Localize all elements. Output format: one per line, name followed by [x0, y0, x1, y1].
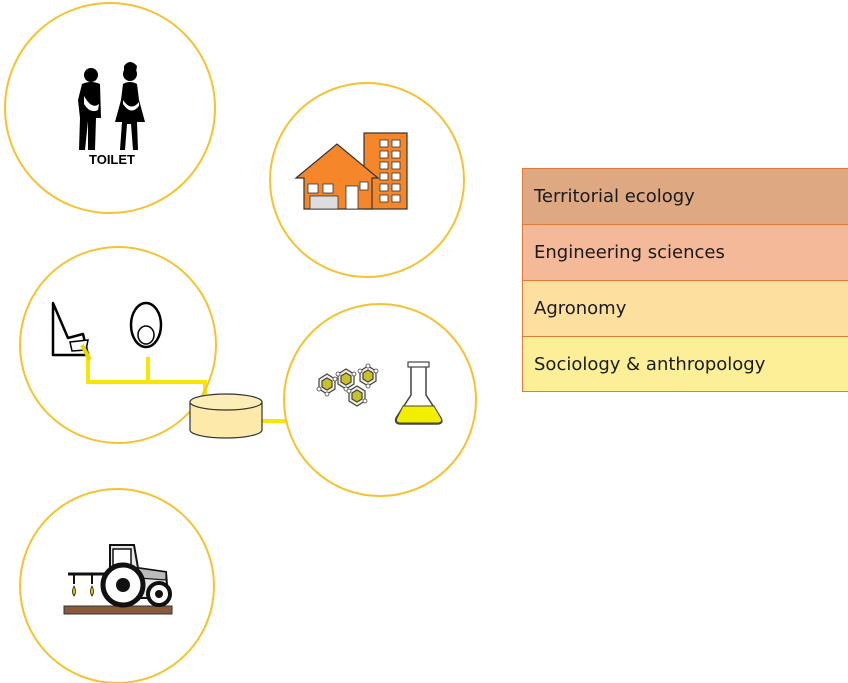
house-and-building-icon: [294, 132, 408, 210]
toilet-people-icon: [78, 62, 145, 150]
tractor-fertilizing-icon: [63, 544, 173, 615]
buildings-circle: [269, 82, 465, 278]
legend-item-territorial-ecology: Territorial ecology: [523, 168, 848, 224]
agriculture-circle: [19, 488, 215, 683]
legend-item-agronomy: Agronomy: [523, 280, 848, 336]
toilet-label: TOILET: [89, 152, 135, 167]
legend-item-label: Sociology & anthropology: [534, 353, 766, 375]
legend-item-label: Engineering sciences: [534, 242, 725, 263]
chemistry-circle: [283, 303, 477, 497]
toilet-circle: TOILET: [4, 2, 216, 214]
separation-circle: [19, 246, 217, 444]
legend-item-label: Agronomy: [534, 298, 627, 319]
discipline-legend: Territorial ecology Engineering sciences…: [522, 168, 848, 392]
legend-item-label: Territorial ecology: [534, 186, 695, 207]
molecules-and-flask-icon: [316, 361, 443, 425]
storage-tank-icon: [189, 393, 263, 439]
legend-item-engineering-sciences: Engineering sciences: [523, 224, 848, 280]
legend-item-sociology-anthropology: Sociology & anthropology: [523, 336, 848, 392]
urine-diverting-toilet-and-urinal-icon: [51, 301, 163, 361]
